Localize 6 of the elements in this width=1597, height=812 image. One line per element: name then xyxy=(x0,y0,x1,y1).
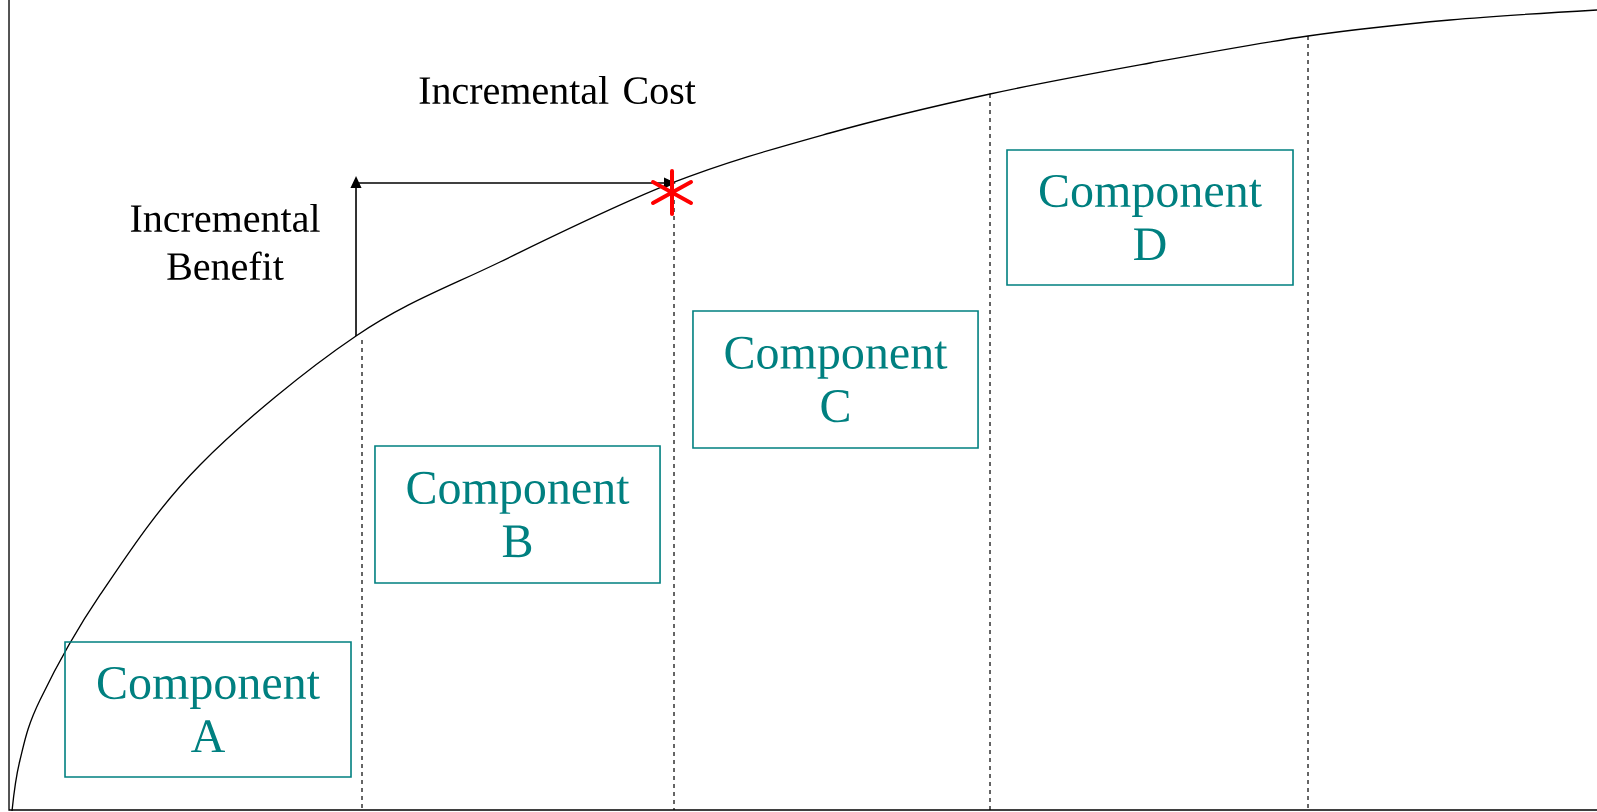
component-box: Component B xyxy=(374,445,661,584)
axis-label: Incremental Benefit xyxy=(130,203,320,281)
axis-label: Incremental Cost xyxy=(419,75,696,105)
component-box: Component C xyxy=(692,310,979,449)
component-box: Component D xyxy=(1006,149,1294,286)
component-box: Component A xyxy=(64,641,352,778)
